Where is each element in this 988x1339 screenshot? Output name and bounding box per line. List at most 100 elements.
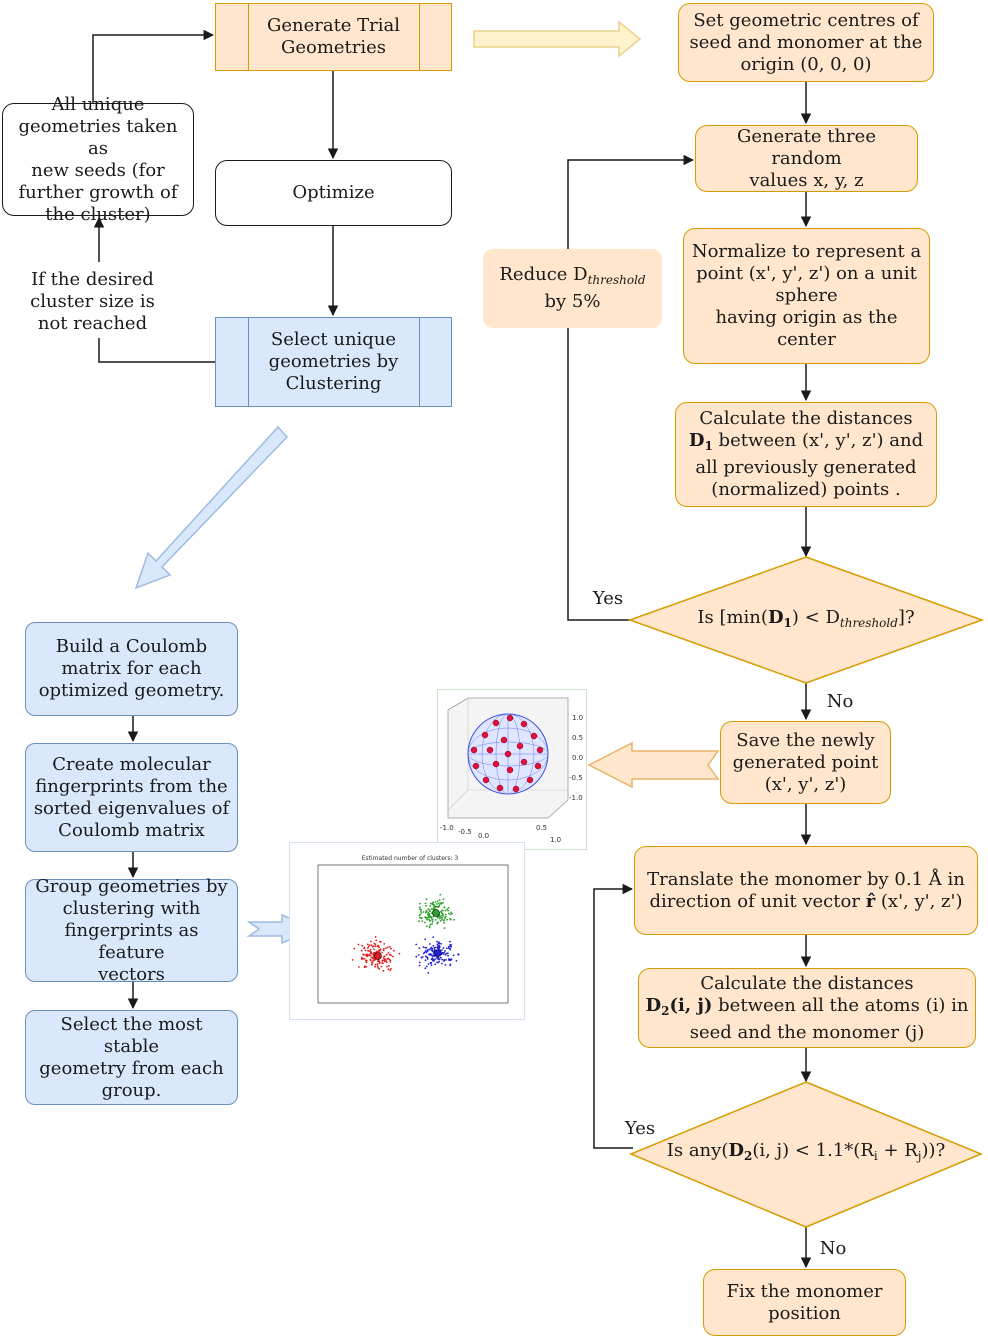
scatter-point (446, 918, 448, 921)
scatter-point (444, 913, 447, 916)
scatter-point (442, 898, 445, 900)
unit-sphere-svg: 1.0 0.5 0.0 -0.5 -1.0 -1.0 -0.5 0.0 0.5 … (440, 697, 583, 844)
tick-label-bottom: 0.5 (536, 824, 547, 832)
generate-random-box: Generate three random values x, y, z (695, 125, 918, 192)
sphere-point-marker (496, 784, 504, 792)
scatter-point (436, 943, 439, 946)
select-stable-box: Select the most stable geometry from eac… (25, 1010, 238, 1105)
generate-random-line1: Generate three random (737, 125, 876, 169)
tick-label-right: -1.0 (569, 794, 583, 802)
scatter-point (388, 965, 390, 967)
scatter-point (362, 953, 364, 956)
scatter-point (389, 946, 391, 948)
scatter-point (436, 945, 439, 948)
scatter-point (382, 962, 384, 965)
scatter-point (428, 913, 431, 916)
decision2-d-sub: 2 (743, 1148, 753, 1163)
scatter-point (449, 947, 451, 950)
scatter-point (379, 940, 382, 943)
decision1-text: Is [min(D1) < Dthreshold]? (697, 607, 914, 634)
scatter-point (448, 959, 450, 961)
scatter-point (429, 919, 432, 922)
scatter-point (444, 953, 447, 956)
scatter-point (425, 904, 427, 907)
scatter-point (377, 960, 379, 963)
scatter-point (441, 918, 443, 921)
scatter-point (374, 963, 377, 966)
generate-trial-geometries-box: Generate Trial Geometries (215, 3, 452, 71)
scatter-point (433, 955, 436, 958)
scatter-point (363, 947, 366, 950)
scatter-point (429, 915, 432, 918)
new-seeds-line5: the cluster) (45, 203, 151, 225)
scatter-point (443, 959, 446, 961)
scatter-point (425, 946, 428, 949)
scatter-point (451, 912, 453, 915)
scatter-point (420, 917, 423, 919)
scatter-point (389, 961, 392, 963)
scatter-point (351, 959, 354, 961)
cluster-size-condition-label: If the desired cluster size is not reach… (20, 269, 165, 335)
scatter-point (378, 950, 380, 953)
scatter-point (424, 967, 427, 970)
condition-line1: If the desired (31, 269, 154, 290)
decision1-label: Is [min(D1) < Dthreshold]? (650, 607, 962, 633)
scatter-point (363, 965, 366, 968)
scatter-point (427, 908, 430, 910)
translate-line2-pre: direction of unit vector (649, 890, 860, 912)
scatter-point (358, 966, 360, 968)
scatter-point (442, 947, 445, 949)
new-seeds-line2: geometries taken as (18, 115, 178, 159)
save-point-line3: (x', y', z') (764, 773, 847, 795)
decision2-post: ))? (921, 1139, 946, 1161)
scatter-point (443, 927, 446, 929)
decision1-d-sub: 1 (783, 615, 792, 630)
calc-d1-line2-rest: between (x', y', z') and (718, 430, 924, 451)
save-point-line2: generated point (732, 751, 879, 773)
scatter-point (424, 959, 427, 962)
sphere-point-marker (492, 760, 500, 768)
condition-line2: cluster size is (30, 291, 155, 312)
scatter-point (422, 946, 425, 948)
scatter-point (438, 915, 441, 918)
scatter-point (393, 949, 395, 952)
scatter-point (438, 960, 440, 963)
scatter-point (374, 936, 377, 938)
scatter-points (351, 893, 460, 974)
scatter-point (444, 916, 446, 919)
select-unique-line1: Select unique (270, 329, 397, 350)
cluster-center-marker (374, 952, 382, 960)
build-coulomb-line2: matrix for each (61, 658, 202, 679)
scatter-point (380, 965, 383, 968)
sphere-point-marker (500, 736, 508, 744)
scatter-point (449, 913, 452, 916)
decision2-pre: Is any( (666, 1139, 729, 1161)
scatter-point (446, 947, 448, 950)
sphere-point-marker (481, 731, 489, 739)
scatter-point (371, 957, 374, 960)
unit-sphere-plot: 1.0 0.5 0.0 -0.5 -1.0 -1.0 -0.5 0.0 0.5 … (437, 689, 587, 850)
scatter-point (418, 947, 421, 949)
scatter-point (415, 943, 418, 946)
reduce-threshold-box: Reduce Dthreshold by 5% (483, 249, 662, 328)
normalize-line5: center (777, 329, 836, 350)
scatter-point (449, 940, 451, 943)
scatter-point (374, 965, 376, 968)
scatter-point (441, 949, 443, 951)
normalize-line3: sphere (775, 285, 838, 306)
decision1-no-label: No (826, 691, 854, 712)
decision2-diamond (629, 1081, 983, 1228)
normalize-line4: having origin as the (715, 307, 898, 328)
scatter-point (436, 900, 439, 903)
decision2-no-label: No (819, 1238, 847, 1259)
set-centres-line2: seed and monomer at the (689, 31, 923, 53)
set-centres-line1: Set geometric centres of (693, 9, 919, 31)
scatter-point (436, 961, 438, 964)
scatter-point (424, 916, 427, 919)
scatter-point (379, 948, 382, 950)
scatter-point (419, 910, 422, 913)
optimize-box: Optimize (215, 160, 452, 226)
select-stable-line1: Select the most stable (60, 1013, 203, 1057)
scatter-point (452, 954, 455, 957)
